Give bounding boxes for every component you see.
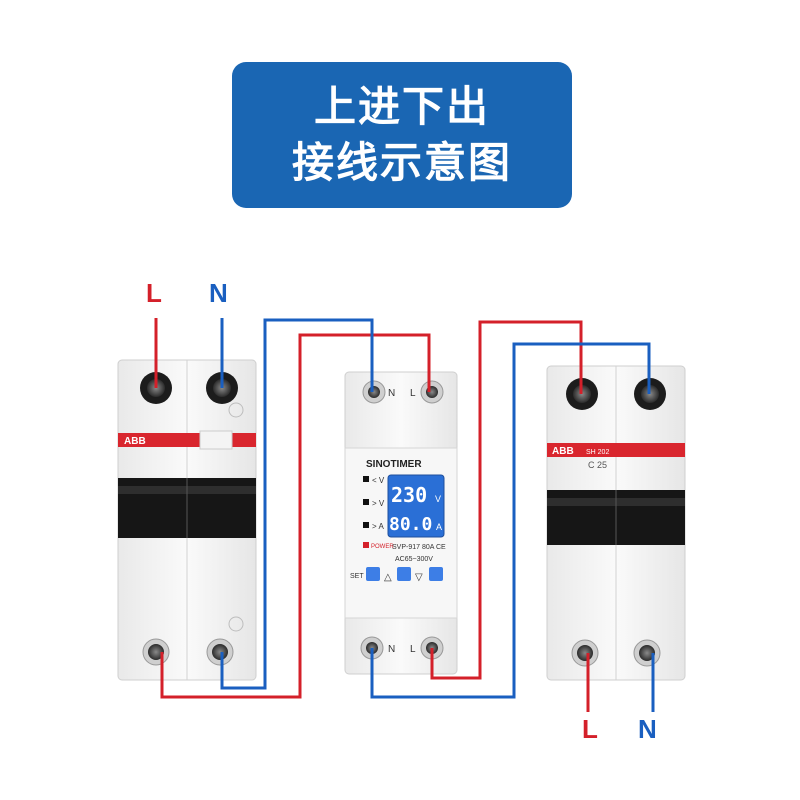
indicator-over-voltage: > V: [372, 499, 385, 508]
protector-bottom-n-label: N: [388, 644, 395, 655]
lcd-voltage-value: 230: [391, 483, 427, 507]
right-breaker-rating: C 25: [588, 460, 607, 470]
up-arrow-icon: △: [384, 572, 392, 583]
right-breaker-red-stripe: [547, 443, 685, 457]
set-label: SET: [350, 573, 364, 580]
left-breaker-bottom-terminal-n: [206, 638, 234, 666]
indicator-under-voltage: < V: [372, 476, 385, 485]
right-breaker: ABB SH 202 C 25: [546, 365, 686, 681]
lcd-current-value: 80.0: [389, 514, 432, 535]
output-neutral-label: N: [638, 714, 657, 744]
lcd-current-unit: A: [436, 522, 442, 532]
right-breaker-brand: ABB: [552, 446, 574, 457]
lcd-screen: [387, 474, 445, 538]
left-breaker-brand: ABB: [124, 436, 146, 447]
title-line-1: 上进下出: [313, 82, 490, 131]
left-breaker: ABB: [117, 359, 257, 681]
down-button[interactable]: [429, 567, 443, 581]
neutral-wire-breaker-to-protector: [220, 318, 374, 690]
protector-top-n-label: N: [388, 388, 395, 399]
power-label: POWER: [371, 544, 394, 550]
set-button[interactable]: [366, 567, 380, 581]
neutral-wire-protector-to-breaker: [370, 342, 651, 699]
down-arrow-icon: ▽: [415, 572, 423, 583]
title-banner: 上进下出 接线示意图: [232, 62, 572, 208]
left-breaker-bottom-terminal-l: [142, 638, 170, 666]
indicator-over-current: > A: [372, 522, 384, 531]
right-breaker-bottom-terminal-l: [571, 639, 599, 667]
title-line-2: 接线示意图: [291, 138, 512, 187]
output-live-label: L: [582, 714, 598, 744]
voltage-protector: N L SINOTIMER < V > V > A 230 V 80.0 A P…: [344, 371, 458, 675]
protector-model: SVP-917 80A CE: [392, 544, 446, 551]
live-wire-breaker-to-protector: [160, 333, 431, 699]
protector-top-l-label: L: [410, 388, 416, 399]
live-wire-protector-to-breaker: [430, 320, 583, 680]
lcd-voltage-unit: V: [435, 494, 441, 504]
right-breaker-model: SH 202: [586, 449, 609, 456]
protector-bottom-l-label: L: [410, 644, 416, 655]
input-neutral-label: N: [209, 278, 228, 308]
protector-range: AC65~300V: [395, 556, 433, 563]
power-led: [363, 542, 369, 548]
input-live-label: L: [146, 278, 162, 308]
protector-brand: SINOTIMER: [366, 459, 422, 470]
up-button[interactable]: [397, 567, 411, 581]
right-breaker-bottom-terminal-n: [633, 639, 661, 667]
